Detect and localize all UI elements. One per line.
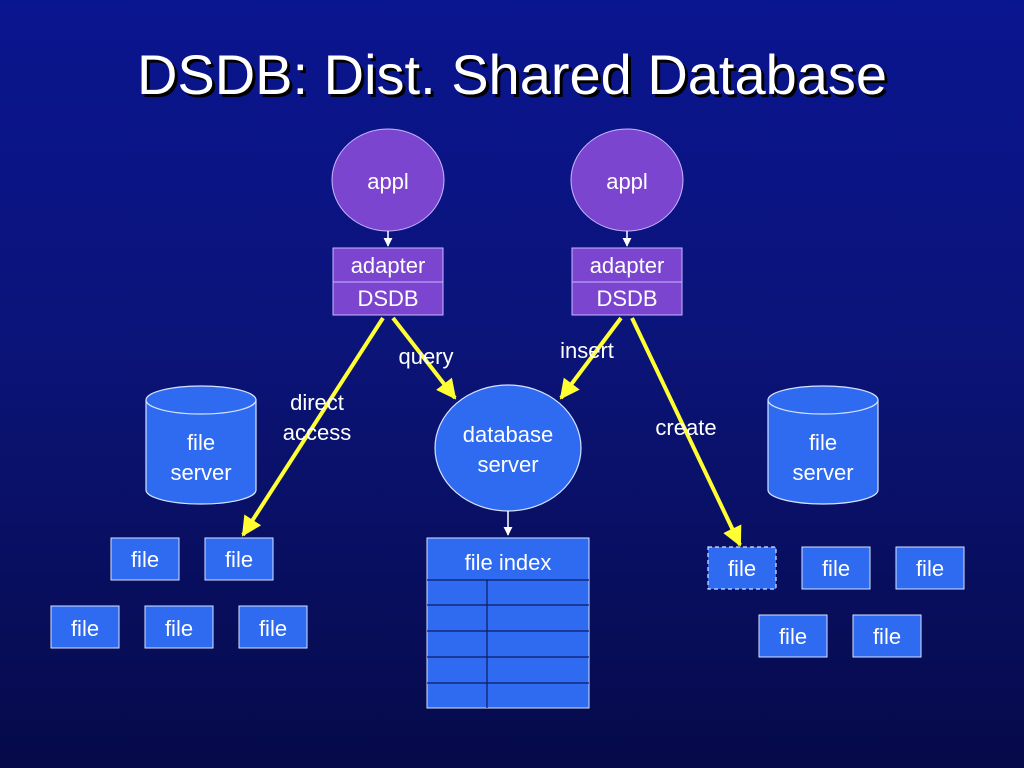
svg-text:file: file — [873, 624, 901, 649]
file-box-left-bottom-3: file — [238, 605, 308, 649]
file-box-left-top-1: file — [110, 537, 180, 581]
svg-text:file: file — [779, 624, 807, 649]
file-server-left: file server — [145, 385, 257, 505]
svg-text:file: file — [259, 616, 287, 641]
svg-text:file: file — [822, 556, 850, 581]
adapter-box-right: adapter DSDB — [571, 247, 683, 316]
file-box-right-bottom-1: file — [758, 614, 828, 658]
file-index-table: file index — [426, 537, 590, 709]
appl-label-right: appl — [606, 169, 648, 194]
svg-text:file: file — [165, 616, 193, 641]
database-server-line2: server — [477, 452, 538, 477]
adapter-label-left: adapter — [351, 253, 426, 278]
file-box-right-top-2: file — [801, 546, 871, 590]
file-box-right-top-3: file — [895, 546, 965, 590]
svg-text:file: file — [225, 547, 253, 572]
appl-node-left: appl — [331, 128, 445, 232]
dsdb-label-right: DSDB — [596, 286, 657, 311]
file-index-label: file index — [465, 550, 552, 575]
create-label: create — [655, 415, 716, 440]
insert-arrow — [559, 316, 623, 400]
database-server-line1: database — [463, 422, 554, 447]
svg-text:file: file — [728, 556, 756, 581]
insert-label: insert — [560, 338, 614, 363]
query-label: query — [398, 344, 453, 369]
file-server-left-line2: server — [170, 460, 231, 485]
adapter-box-left: adapter DSDB — [332, 247, 444, 316]
file-box-new: file — [707, 546, 777, 590]
svg-text:file: file — [916, 556, 944, 581]
file-server-right-line1: file — [809, 430, 837, 455]
svg-text:file: file — [71, 616, 99, 641]
dsdb-label-left: DSDB — [357, 286, 418, 311]
direct-access-label-line1: direct — [290, 390, 344, 415]
file-server-right-line2: server — [792, 460, 853, 485]
file-server-left-line1: file — [187, 430, 215, 455]
file-server-right: file server — [767, 385, 879, 505]
query-arrow — [391, 316, 457, 400]
direct-access-label-line2: access — [283, 420, 351, 445]
file-box-left-bottom-2: file — [144, 605, 214, 649]
file-box-left-bottom-1: file — [50, 605, 120, 649]
svg-text:file: file — [131, 547, 159, 572]
create-arrow — [630, 317, 742, 547]
appl-node-right: appl — [570, 128, 684, 232]
adapter-label-right: adapter — [590, 253, 665, 278]
file-box-right-bottom-2: file — [852, 614, 922, 658]
database-server-node: database server — [434, 384, 582, 512]
slide-title: DSDB: Dist. Shared Database — [136, 43, 888, 106]
appl-label-left: appl — [367, 169, 409, 194]
file-box-left-top-2: file — [204, 537, 274, 581]
direct-access-arrow — [241, 316, 385, 537]
